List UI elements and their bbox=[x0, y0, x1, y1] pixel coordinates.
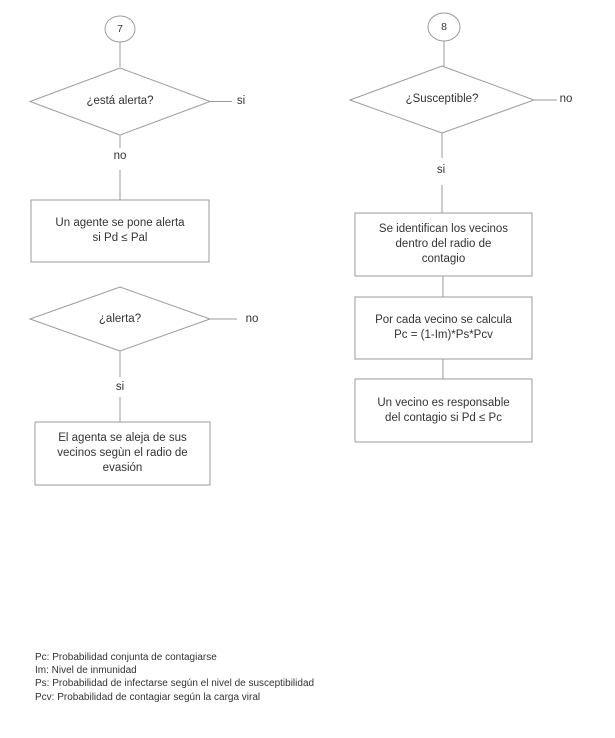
branch-label-no: no bbox=[559, 93, 573, 105]
process-vecino-responsable-label: Un vecino es responsable del contagio si… bbox=[355, 379, 532, 442]
process-box-calcula-pc bbox=[354, 296, 533, 360]
branch-label-si: si bbox=[236, 95, 246, 107]
process-text-line: Un agente se pone alerta bbox=[55, 217, 185, 229]
process-text-line: El agenta se aleja de sus bbox=[58, 432, 187, 444]
process-agente-alerta-label: Un agente se pone alerta si Pd ≤ Pal bbox=[31, 200, 209, 262]
process-box-aleja-vecinos bbox=[34, 421, 211, 486]
branch-label-si: si bbox=[115, 381, 125, 393]
process-text-line: Por cada vecino se calcula bbox=[375, 314, 512, 326]
process-text-line: contagio bbox=[421, 253, 466, 265]
branch-label-si: si bbox=[436, 164, 446, 176]
process-text-line: Pc = (1-Im)*Ps*Pcv bbox=[394, 329, 493, 341]
process-text-line: Un vecino es responsable bbox=[377, 396, 510, 409]
process-text-line: vecinos segùn el radio de bbox=[57, 447, 188, 459]
legend-item-pc: Pc: Probabilidad conjunta de contagiarse bbox=[35, 652, 217, 663]
process-identifican-vecinos-label: Se identifican los vecinos dentro del ra… bbox=[355, 213, 532, 276]
process-text-line: del contagio si Pd ≤ Pc bbox=[385, 411, 502, 424]
legend-item-ps: Ps: Probabilidad de infectarse según el … bbox=[35, 678, 315, 690]
start-circle-8-label: 8 bbox=[441, 20, 447, 33]
legend: Pc: Probabilidad conjunta de contagiarse… bbox=[35, 651, 314, 704]
process-box-identifican-vecinos bbox=[354, 212, 533, 277]
decision-esta-alerta-label: ¿está alerta? bbox=[86, 95, 154, 107]
process-text-line: Se identifican los vecinos bbox=[378, 223, 509, 235]
process-aleja-vecinos-label: El agenta se aleja de sus vecinos segùn … bbox=[35, 422, 210, 485]
process-text-line: evasión bbox=[102, 462, 143, 474]
process-text-line: dentro del radio de bbox=[395, 238, 492, 250]
process-calcula-pc-label: Por cada vecino se calcula Pc = (1-Im)*P… bbox=[355, 297, 532, 359]
start-circle-7-label: 7 bbox=[117, 22, 123, 35]
decision-alerta-label: ¿alerta? bbox=[98, 312, 142, 325]
process-box-agente-alerta bbox=[30, 199, 210, 263]
branch-label-no: no bbox=[245, 313, 259, 325]
process-box-vecino-responsable bbox=[354, 378, 533, 443]
branch-label-no: no bbox=[113, 150, 127, 162]
process-text-line: si Pd ≤ Pal bbox=[92, 232, 148, 244]
decision-susceptible-label: ¿Susceptible? bbox=[405, 93, 479, 105]
legend-item-im: Im: Nivel de inmunidad bbox=[35, 665, 137, 677]
legend-item-pcv: Pcv: Probabilidad de contagiar según la … bbox=[35, 691, 261, 703]
